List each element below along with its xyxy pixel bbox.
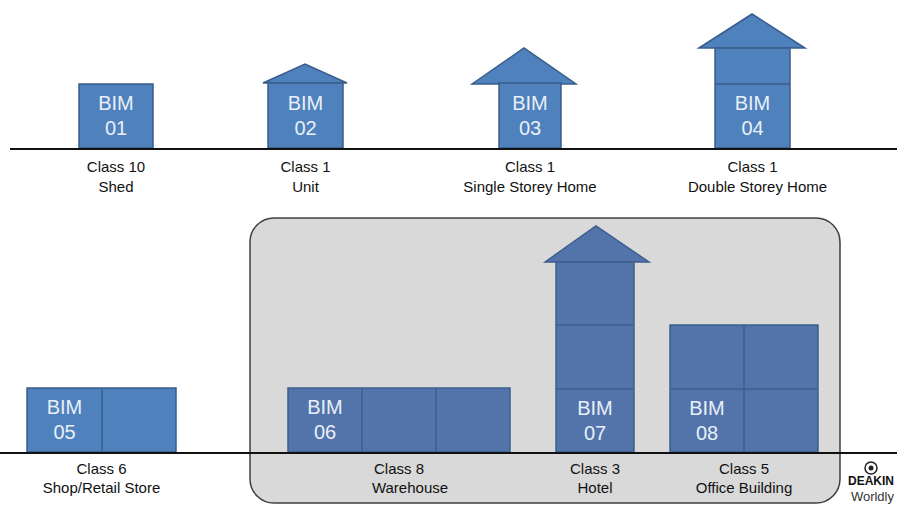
label-cell: BIM 05 — [27, 388, 102, 452]
bim-number: BIM 07 — [577, 396, 613, 446]
label-cell: BIM 01 — [79, 84, 153, 148]
building-box: BIM 02Class 1Unit — [268, 83, 343, 148]
class-caption: Class 1 — [505, 157, 555, 176]
building-box: BIM 03Class 1Single Storey Home — [499, 83, 561, 148]
building-type-caption: Hotel — [577, 478, 612, 497]
class-caption: Class 1 — [727, 157, 777, 176]
label-cell: BIM 08 — [670, 389, 744, 452]
bim-number: BIM 05 — [47, 395, 83, 445]
building-type-caption: Single Storey Home — [463, 177, 596, 196]
bim-number: BIM 03 — [512, 91, 548, 141]
building-box: BIM 01Class 10Shed — [79, 84, 153, 148]
building-box: BIM 08Class 5Office Building — [670, 325, 818, 452]
building-type-caption: Double Storey Home — [688, 177, 827, 196]
class-caption: Class 5 — [719, 459, 769, 478]
building-type-caption: Shop/Retail Store — [43, 478, 161, 497]
bim-number: BIM 01 — [98, 91, 134, 141]
building-box: BIM 05Class 6Shop/Retail Store — [27, 388, 176, 452]
building-box: BIM 06Class 8Warehouse — [288, 388, 510, 452]
bim-number: BIM 04 — [735, 91, 771, 141]
building-type-caption: Warehouse — [372, 478, 448, 497]
label-cell: BIM 02 — [268, 83, 343, 148]
class-caption: Class 1 — [280, 157, 330, 176]
building-box: BIM 04Class 1Double Storey Home — [715, 48, 790, 148]
class-caption: Class 6 — [76, 459, 126, 478]
bim-number: BIM 08 — [689, 396, 725, 446]
label-cell: BIM 04 — [715, 84, 790, 148]
building-type-caption: Unit — [292, 177, 319, 196]
class-caption: Class 10 — [87, 157, 145, 176]
label-cell: BIM 06 — [288, 388, 362, 452]
label-cell: BIM 03 — [499, 83, 561, 148]
bim-number: BIM 06 — [307, 395, 343, 445]
logo-tagline: Worldly — [851, 489, 894, 504]
logo-wordmark: DEAKIN — [848, 474, 894, 488]
bim-number: BIM 02 — [288, 91, 324, 141]
class-caption: Class 3 — [570, 459, 620, 478]
label-cell: BIM 07 — [556, 389, 634, 452]
class-caption: Class 8 — [374, 459, 424, 478]
building-box: BIM 07Class 3Hotel — [556, 262, 634, 452]
building-type-caption: Office Building — [696, 478, 792, 497]
building-type-caption: Shed — [98, 177, 133, 196]
